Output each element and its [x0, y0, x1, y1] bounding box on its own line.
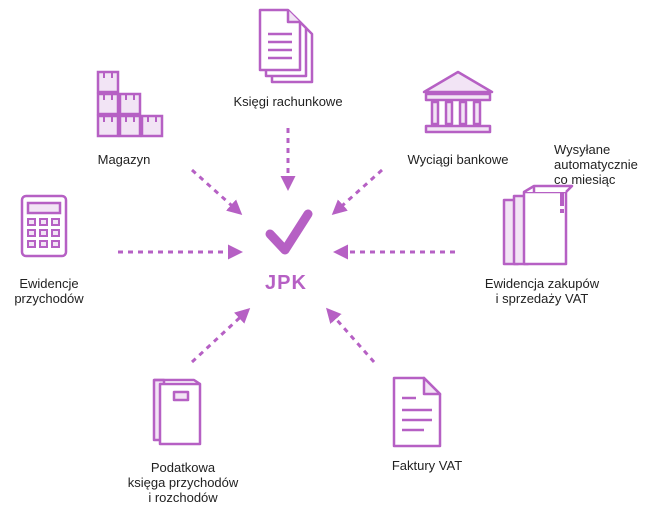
- magazyn-label: Magazyn: [97, 152, 151, 167]
- bank-building-icon: [422, 70, 494, 134]
- wyciagi-label: Wyciągi bankowe: [407, 152, 509, 167]
- arrow-podatkowa: [190, 307, 251, 364]
- exclamation-icon: [560, 192, 564, 213]
- jpk-label: JPK: [265, 272, 307, 294]
- arrow-magazyn: [190, 168, 243, 216]
- checkmark-icon: [265, 209, 313, 255]
- note-label: Wysyłane automatycznie co miesiąc: [554, 142, 638, 187]
- calculator-icon: [20, 194, 68, 258]
- ewidencje-label: Ewidencje przychodów: [14, 276, 84, 306]
- binders-icon: [502, 184, 574, 266]
- ledger-book-icon: [152, 378, 202, 446]
- arrows: [118, 128, 455, 364]
- ksiegi-label: Księgi rachunkowe: [233, 94, 343, 109]
- invoice-icon: [392, 376, 442, 448]
- podatkowa-label: Podatkowa księga przychodów i rozchodów: [127, 460, 239, 505]
- document-stack-icon: [258, 8, 314, 84]
- arrow-faktury: [326, 307, 376, 363]
- warehouse-boxes-icon: [96, 70, 164, 138]
- arrow-wyciagi: [331, 168, 384, 216]
- ewidencja-vat-label: Ewidencja zakupów i sprzedaży VAT: [484, 276, 600, 306]
- faktury-label: Faktury VAT: [391, 458, 463, 473]
